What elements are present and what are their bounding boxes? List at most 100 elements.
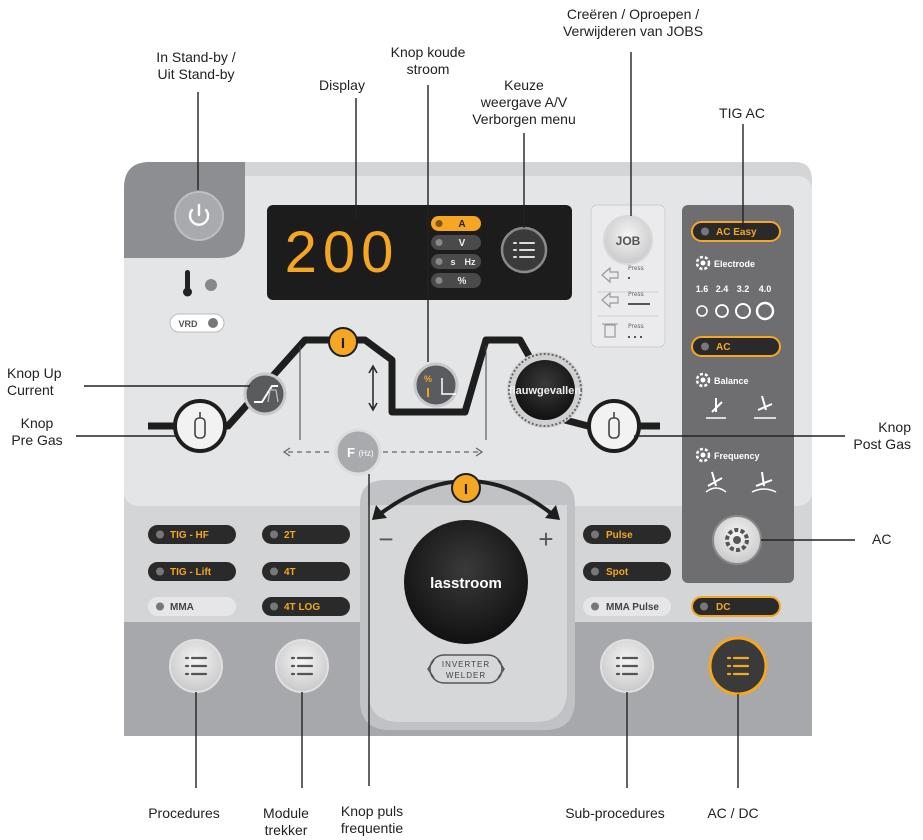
pill-pulse (583, 525, 671, 544)
display-menu-button[interactable] (500, 226, 548, 274)
electrode-label: Electrode (714, 259, 755, 269)
cold-current-i: I (426, 385, 430, 400)
cold-current-icon (441, 378, 456, 395)
post-gas-knob[interactable] (587, 399, 641, 453)
trigger-4tlog-label: 4T LOG (284, 602, 320, 613)
freq-f-label: F (347, 445, 355, 460)
callout-ac-dc: AC / DC (707, 805, 759, 821)
electrode-size-3: 3.2 (737, 284, 750, 294)
pill-dc (691, 596, 781, 617)
unit-a-label: A (458, 219, 465, 230)
trash-icon (602, 323, 618, 338)
thermal-led (205, 279, 217, 291)
callout-tig-ac: TIG AC (719, 105, 765, 121)
vrd-indicator (169, 313, 225, 333)
gas-bottle-icon (194, 412, 206, 439)
frequency-label: Frequency (714, 451, 760, 461)
sub-mma-pulse-label: MMA Pulse (606, 602, 659, 613)
pill-ac (691, 336, 781, 357)
pill-mma (148, 597, 236, 616)
callout-standby: In Stand-by /Uit Stand-by (156, 49, 236, 82)
vrd-label: VRD (178, 319, 198, 329)
downslope-knob[interactable] (507, 352, 583, 428)
unit-a (431, 216, 481, 231)
proc-tig-hf-label: TIG - HF (170, 530, 209, 541)
list-icon (184, 656, 208, 676)
unit-percent (431, 273, 481, 288)
job-button[interactable] (603, 215, 653, 265)
trigger-module-button[interactable] (275, 639, 329, 693)
standby-button[interactable] (174, 191, 224, 241)
unit-v-label: V (459, 238, 466, 249)
main-current-i-label: I (464, 481, 468, 498)
job-label: JOB (616, 234, 641, 248)
minus-sign: − (378, 524, 393, 554)
pill-ac-easy (691, 221, 781, 242)
trigger-4t-label: 4T (284, 567, 296, 578)
power-icon (188, 208, 210, 226)
ac-dc-button[interactable] (708, 636, 768, 696)
procedures-button[interactable] (169, 639, 223, 693)
unit-pct-label: % (458, 276, 467, 287)
callout-ac: AC (872, 531, 892, 547)
gear-icon (695, 372, 711, 388)
pre-gas-knob[interactable] (173, 399, 227, 453)
gas-bottle-icon (608, 412, 620, 439)
thermometer-icon (183, 270, 192, 297)
balance-label: Balance (714, 376, 749, 386)
electrode-size-4: 4.0 (759, 284, 772, 294)
current-i-badge (328, 327, 358, 357)
ac-mode-label: AC (716, 342, 730, 353)
ac-settings-button[interactable] (712, 515, 762, 565)
arrow-out-icon (601, 291, 619, 309)
inverter-label: INVERTER (442, 660, 490, 669)
sub-pulse-label: Pulse (606, 530, 633, 541)
welding-cycle-line (148, 336, 660, 430)
unit-hz-label: Hz (465, 257, 476, 267)
main-current-knob[interactable] (398, 514, 534, 650)
current-i-label: I (341, 335, 345, 352)
inverter-welder-logo (427, 654, 505, 684)
callout-procedures: Procedures (148, 805, 220, 821)
pill-tig-lift (148, 562, 236, 581)
pulse-frequency-knob[interactable] (334, 428, 382, 476)
welder-label: WELDER (446, 671, 486, 680)
display (267, 205, 572, 300)
electrode-size-2: 2.4 (716, 284, 729, 294)
pill-2t (262, 525, 350, 544)
sub-spot-label: Spot (606, 567, 629, 578)
list-icon (290, 656, 314, 676)
gear-icon (695, 255, 711, 271)
subprocedures-button[interactable] (600, 639, 654, 693)
plus-sign: + (538, 524, 553, 554)
freq-range-arrow (282, 447, 484, 457)
list-icon (615, 656, 639, 676)
torch-icon (705, 471, 777, 493)
display-value: 200 (285, 220, 400, 285)
up-current-knob[interactable] (243, 372, 287, 416)
pill-4t (262, 562, 350, 581)
unit-s-hz (431, 254, 481, 269)
list-icon (726, 656, 750, 676)
slope-up-icon (254, 385, 278, 403)
main-current-i-badge (451, 473, 481, 503)
downslope-label: flauwgevallen (509, 385, 581, 397)
job-press-1: Press (628, 265, 644, 272)
callout-subprocedures: Sub-procedures (565, 805, 665, 821)
current-range-arrow (368, 364, 378, 412)
cold-current-knob[interactable] (413, 362, 459, 408)
pill-spot (583, 562, 671, 581)
gear-icon (695, 447, 711, 463)
freq-hz-label: (Hz) (358, 449, 373, 458)
pill-mma-pulse (583, 597, 671, 616)
pill-tig-hf (148, 525, 236, 544)
proc-tig-lift-label: TIG - Lift (170, 567, 212, 578)
callout-jobs: Creëren / Oproepen /Verwijderen van JOBS (562, 6, 704, 39)
